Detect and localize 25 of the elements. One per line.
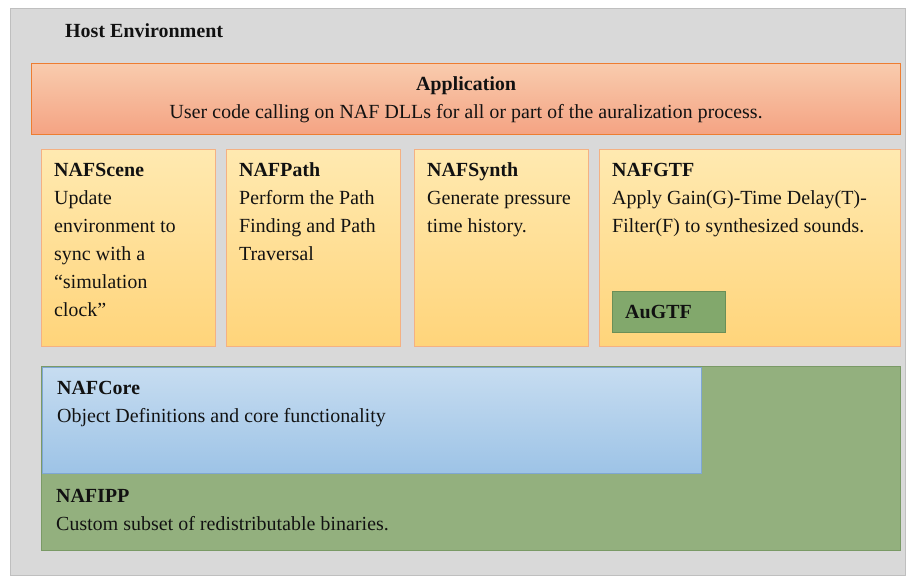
layer-title: NAFIPP: [56, 484, 130, 509]
layer-title: NAFScene: [54, 158, 145, 183]
layer-title: NAFSynth: [427, 158, 520, 183]
module-box: [599, 149, 901, 347]
layer-title: NAFGTF: [612, 158, 696, 183]
description-text: Generate pressure time history.: [427, 186, 572, 239]
description-text: Update environment to sync with a “simulation clock”: [54, 186, 177, 323]
description-text: Custom subset of redistributable binaries.: [56, 512, 390, 537]
layer-title: Host Environment: [65, 19, 224, 44]
library-layer: [41, 366, 901, 551]
description-text: Perform the Path Finding and Path Traversal: [239, 186, 377, 267]
layer-title: Application: [414, 72, 518, 97]
description-text: Object Definitions and core functionality: [57, 404, 387, 429]
module-box: [226, 149, 401, 347]
layer-title: NAFCore: [57, 376, 141, 401]
submodule-box: [612, 291, 726, 333]
layer-title: NAFPath: [239, 158, 322, 183]
description-text: User code calling on NAF DLLs for all or part of the auralization process.: [168, 100, 764, 125]
core-layer: [42, 367, 702, 474]
environment-panel: [10, 8, 906, 576]
layer-title: AuGTF: [625, 300, 693, 325]
module-box: [41, 149, 216, 347]
application-layer: [31, 63, 901, 135]
description-text: Apply Gain(G)-Time Delay(T)-Filter(F) to synthesized sounds.: [612, 186, 868, 239]
module-box: [414, 149, 589, 347]
